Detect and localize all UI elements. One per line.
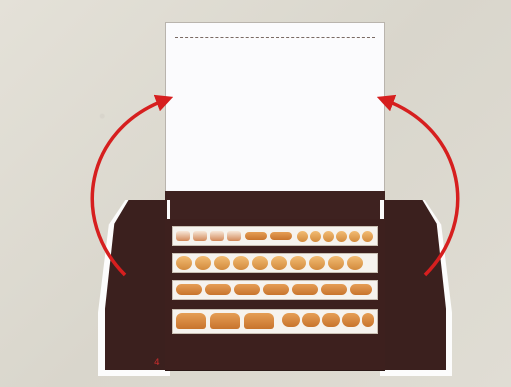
right-arrow-icon xyxy=(385,100,458,275)
left-arrow-icon xyxy=(92,100,165,275)
